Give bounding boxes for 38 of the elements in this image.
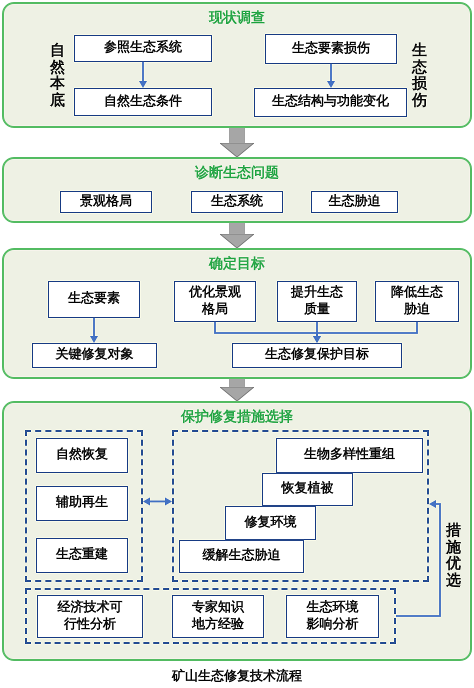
panel-heading: 保护修复措施选择 xyxy=(180,408,294,426)
process-box: 生态环境影响分析 xyxy=(286,595,379,638)
process-box: 专家知识地方经验 xyxy=(172,595,264,638)
caption: 矿山生态修复技术流程 xyxy=(170,668,303,685)
process-box: 生态要素损伤 xyxy=(265,34,397,64)
process-box: 修复环境 xyxy=(225,506,316,540)
panel-heading: 确定目标 xyxy=(208,255,266,273)
process-box: 提升生态质量 xyxy=(277,281,357,322)
edge-label: 措施优选 xyxy=(446,522,461,588)
stage-panel xyxy=(2,401,472,661)
panel-heading: 诊断生态问题 xyxy=(194,164,280,182)
process-box: 辅助再生 xyxy=(36,486,128,521)
side-label: 生态损伤 xyxy=(412,42,427,108)
process-box: 生态胁迫 xyxy=(311,191,398,213)
stage-panel xyxy=(2,157,472,223)
process-box: 参照生态系统 xyxy=(74,35,212,62)
process-box: 生态修复保护目标 xyxy=(232,343,402,368)
stage-panel xyxy=(2,2,472,128)
process-box: 优化景观格局 xyxy=(174,281,256,322)
dashed-group-box xyxy=(25,588,396,644)
process-box: 生态系统 xyxy=(191,191,283,213)
process-box: 景观格局 xyxy=(60,191,152,213)
panel-heading: 现状调查 xyxy=(208,9,266,27)
dashed-group-box xyxy=(25,430,143,582)
process-box: 生态要素 xyxy=(48,281,140,318)
process-box: 缓解生态胁迫 xyxy=(179,540,304,573)
process-box: 关键修复对象 xyxy=(32,343,157,368)
dashed-group-box xyxy=(172,430,429,582)
process-box: 经济技术可行性分析 xyxy=(37,595,143,638)
process-box: 降低生态胁迫 xyxy=(375,281,459,322)
side-label: 自然本底 xyxy=(50,42,65,108)
process-box: 自然恢复 xyxy=(36,438,128,473)
process-box: 生物多样性重组 xyxy=(276,438,423,473)
process-box: 恢复植被 xyxy=(262,473,353,506)
process-box: 生态结构与功能变化 xyxy=(254,88,407,117)
process-box: 自然生态条件 xyxy=(74,88,212,116)
process-box: 生态重建 xyxy=(36,538,128,573)
stage-panel xyxy=(2,248,472,379)
